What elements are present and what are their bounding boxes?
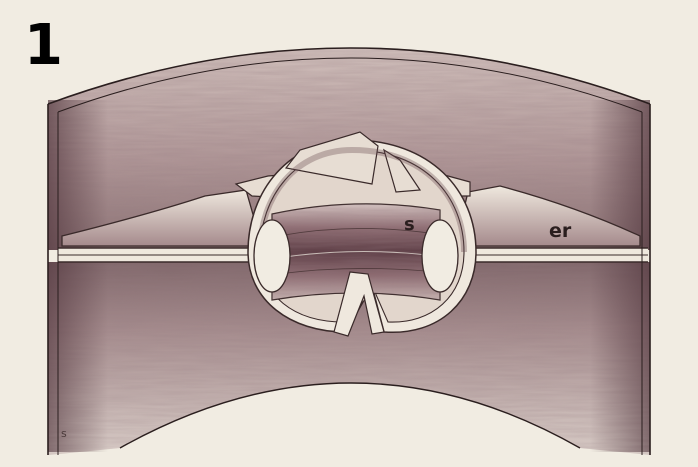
label-er: er <box>549 222 571 241</box>
corner-mark: s <box>61 428 67 439</box>
panel-number: 1 <box>24 18 63 74</box>
label-s: s <box>404 216 415 234</box>
